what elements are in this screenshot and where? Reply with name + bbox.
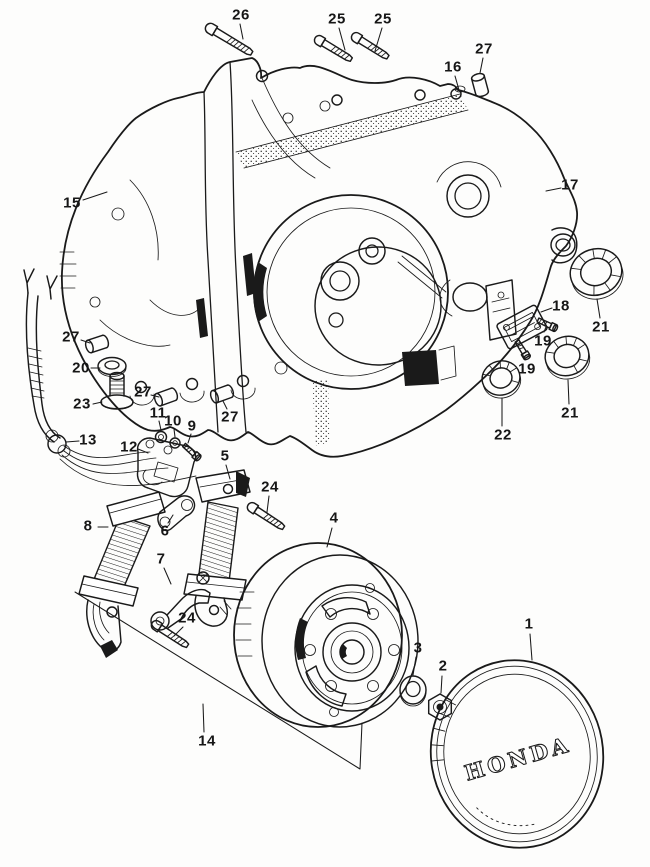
washer-11 [154, 430, 168, 444]
leader-line-2 [440, 675, 443, 694]
screw-9 [180, 441, 203, 463]
dowel-pin-27-mid-right [208, 383, 236, 405]
cam-lever-6 [157, 495, 196, 532]
leader-line-27 [222, 400, 228, 410]
leader-line-11 [158, 420, 162, 431]
leader-line-21 [596, 298, 601, 319]
leader-line-25 [338, 27, 346, 51]
washer-10 [169, 437, 181, 449]
bolt-24-right [244, 500, 287, 533]
bolt-25-right [348, 30, 392, 62]
leader-line-10 [173, 428, 176, 438]
leader-line-24 [173, 626, 184, 637]
leader-line-27 [150, 394, 160, 398]
leader-line-27 [80, 339, 91, 344]
flywheel-rotor-4 [233, 542, 419, 728]
wire-harness-13 [23, 268, 197, 486]
ignition-coil-8 [78, 491, 166, 658]
leader-line-26 [239, 23, 244, 40]
leader-line-24 [266, 495, 270, 513]
leader-line-14 [202, 703, 205, 733]
crankcase-assembly [59, 57, 578, 458]
leader-line-15 [82, 191, 108, 201]
flange-bolt-23 [100, 371, 134, 410]
leader-line-18 [540, 307, 553, 313]
washer-3 [399, 675, 427, 707]
advance-arm-7 [150, 571, 211, 631]
points-cover-plate-18 [496, 304, 548, 350]
leader-line-25 [374, 27, 383, 52]
leader-lines [65, 23, 601, 733]
ignition-coil-5 [183, 469, 251, 627]
oil-seal-21-upper [569, 247, 624, 300]
leader-line-16 [454, 75, 460, 91]
leader-line-17 [545, 187, 562, 192]
dowel-pin-27-left [83, 333, 111, 355]
bolt-24-bottom [148, 618, 191, 651]
leader-line-19 [521, 352, 526, 361]
leader-line-6 [167, 514, 174, 524]
leader-line-4 [326, 527, 333, 548]
bolt-25-left [311, 33, 355, 65]
assembly-bracket-14 [74, 591, 363, 770]
oil-seal-21-lower [544, 335, 591, 380]
leader-line-21 [567, 379, 570, 405]
leader-line-3 [412, 656, 417, 676]
leader-line-1 [529, 633, 533, 661]
breaker-plate-12 [136, 437, 197, 498]
leader-line-9 [187, 433, 192, 444]
washer-20 [97, 356, 127, 377]
leader-line-13 [65, 440, 80, 443]
honda-logo-text: HONDA [462, 731, 574, 785]
hex-nut-2 [427, 693, 453, 721]
flywheel-cover-1: HONDA [429, 659, 605, 849]
leader-line-7 [163, 567, 172, 585]
leader-line-23 [92, 401, 103, 405]
leader-line-5 [225, 464, 231, 480]
bolt-26 [202, 20, 256, 59]
leader-line-19 [543, 326, 547, 333]
oil-seal-22 [481, 360, 522, 399]
leader-line-12 [137, 448, 149, 454]
leader-line-27 [479, 57, 484, 74]
